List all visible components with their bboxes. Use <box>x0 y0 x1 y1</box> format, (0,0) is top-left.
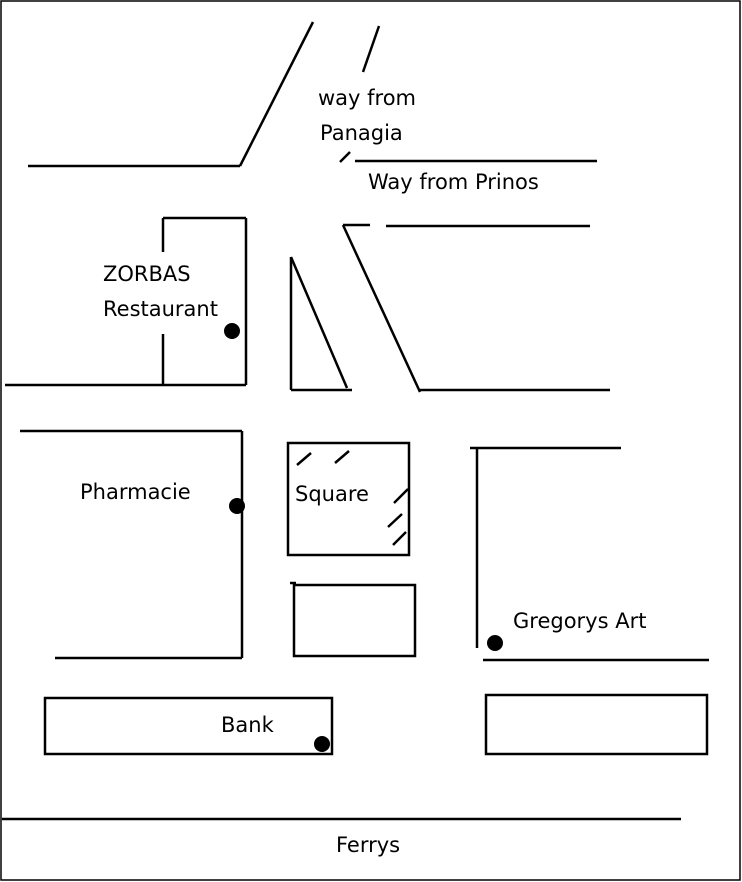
zorbas-restaurant-block <box>5 216 248 387</box>
label-bank: Bank <box>221 713 275 737</box>
label-ferrys: Ferrys <box>336 833 400 857</box>
bank-location-marker[interactable] <box>314 736 330 752</box>
bank-block <box>43 696 334 756</box>
label-way-from-panagia-2: Panagia <box>320 121 403 145</box>
gregorys-art-block <box>470 446 709 662</box>
gregorys-art-location-marker[interactable] <box>487 635 503 651</box>
road-panagia <box>28 21 381 168</box>
road-triangle-island <box>289 256 352 392</box>
pharmacie-block <box>20 429 244 660</box>
label-way-from-prinos: Way from Prinos <box>368 170 539 194</box>
label-gregorys-art: Gregorys Art <box>513 609 646 633</box>
zorbas-location-marker[interactable] <box>224 323 240 339</box>
square-hatching <box>296 450 409 546</box>
label-zorbas-1: ZORBAS <box>103 262 191 286</box>
label-way-from-panagia-1: way from <box>318 86 416 110</box>
label-zorbas-2: Restaurant <box>103 297 218 321</box>
block-below-square <box>292 583 417 658</box>
road-prinos <box>341 159 610 393</box>
square-block <box>286 441 411 557</box>
right-block <box>484 693 709 756</box>
label-pharmacie: Pharmacie <box>80 480 191 504</box>
pharmacie-location-marker[interactable] <box>229 498 245 514</box>
label-square: Square <box>295 482 369 506</box>
